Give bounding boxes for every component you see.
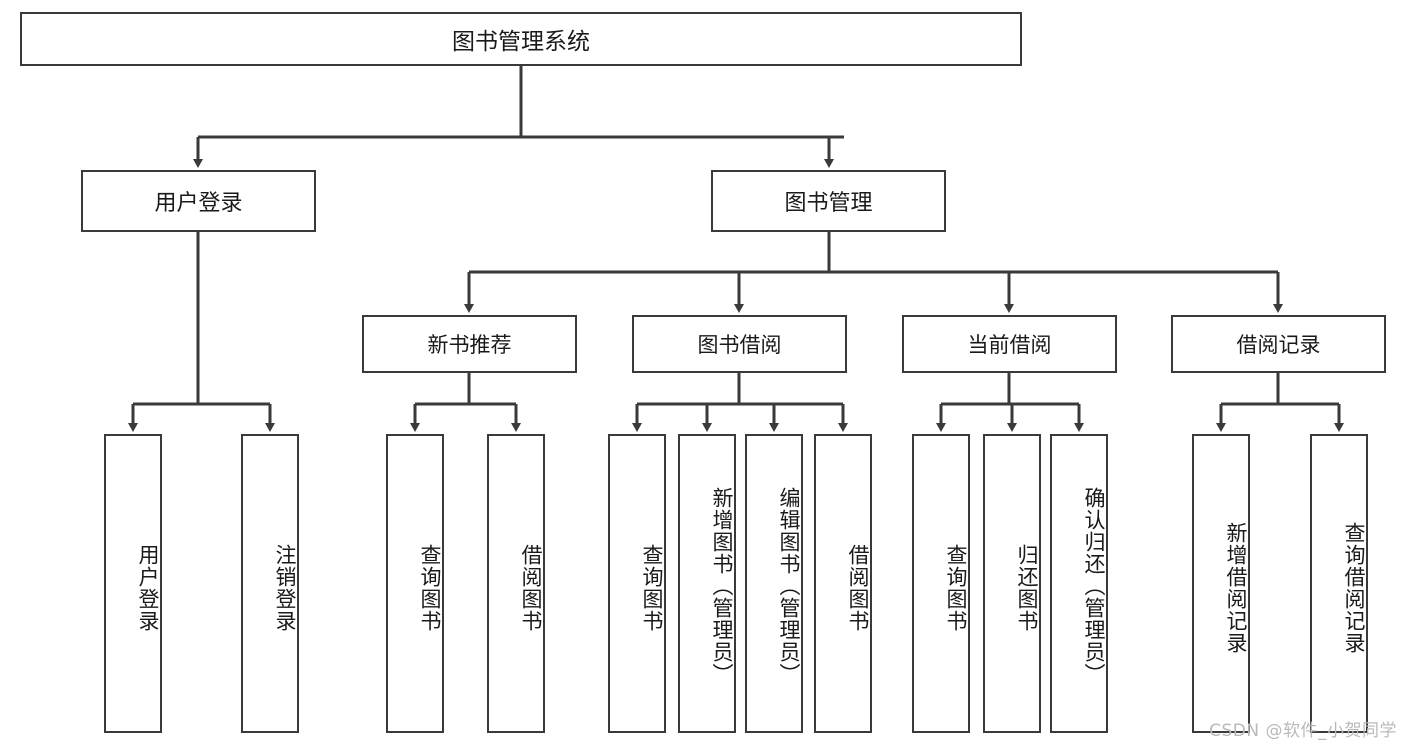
node-leaf-user-login[interactable]: 用户登录 (104, 434, 162, 733)
node-level2-borrow-record[interactable]: 借阅记录 (1171, 315, 1386, 373)
node-leaf-borrow-book[interactable]: 借阅图书 (814, 434, 872, 733)
node-level1-book-management[interactable]: 图书管理 (711, 170, 946, 232)
node-leaf-edit-book-admin[interactable]: 编辑图书（管理员） (745, 434, 803, 733)
node-level2-current-borrow[interactable]: 当前借阅 (902, 315, 1117, 373)
node-leaf-add-borrow-record[interactable]: 新增借阅记录 (1192, 434, 1250, 733)
node-leaf-query-borrow-record[interactable]: 查询借阅记录 (1310, 434, 1368, 733)
node-leaf-borrow-book-recommend[interactable]: 借阅图书 (487, 434, 545, 733)
node-root[interactable]: 图书管理系统 (20, 12, 1022, 66)
node-leaf-query-book-current[interactable]: 查询图书 (912, 434, 970, 733)
node-leaf-confirm-return-admin[interactable]: 确认归还（管理员） (1050, 434, 1108, 733)
node-level2-new-book-recommend[interactable]: 新书推荐 (362, 315, 577, 373)
node-level1-user-login[interactable]: 用户登录 (81, 170, 316, 232)
node-leaf-return-book[interactable]: 归还图书 (983, 434, 1041, 733)
watermark: CSDN @软件_小贺同学 (1209, 721, 1397, 741)
node-leaf-query-book-recommend[interactable]: 查询图书 (386, 434, 444, 733)
node-leaf-query-book-borrow[interactable]: 查询图书 (608, 434, 666, 733)
node-leaf-add-book-admin[interactable]: 新增图书（管理员） (678, 434, 736, 733)
node-level2-book-borrow[interactable]: 图书借阅 (632, 315, 847, 373)
node-leaf-logout[interactable]: 注销登录 (241, 434, 299, 733)
